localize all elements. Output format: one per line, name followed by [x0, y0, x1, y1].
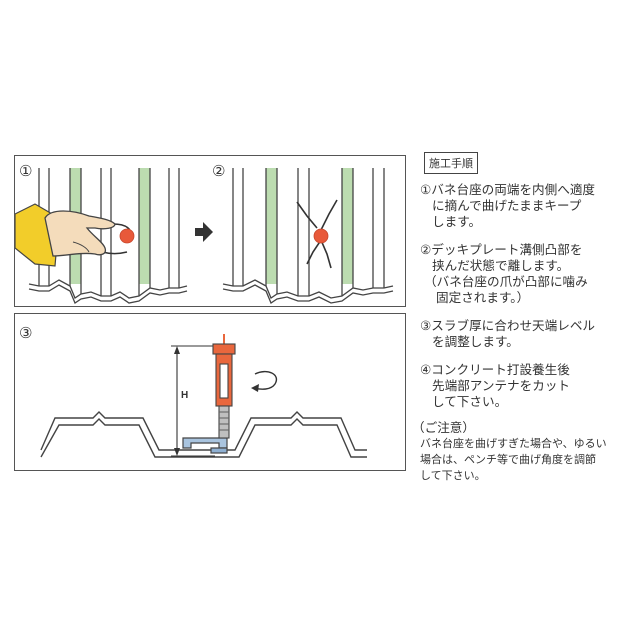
step1-marker: ① — [19, 162, 33, 180]
deck-plate-profile — [40, 411, 367, 458]
step3-illustration: H — [40, 334, 367, 458]
hand-icon — [15, 203, 116, 267]
step2-deck — [222, 168, 394, 304]
steps-1-2-illustration — [15, 168, 394, 304]
rotate-arrow-icon — [251, 370, 278, 392]
step2-marker: ② — [212, 162, 226, 180]
step1-instruction-line2: に摘んで曲げたままキープ — [432, 198, 582, 213]
height-label: H — [181, 390, 188, 401]
spring-base-clip — [182, 437, 228, 454]
level-support-bolt — [212, 334, 236, 439]
step1-instruction-line3: します。 — [432, 214, 482, 229]
note-line3: して下さい。 — [420, 469, 486, 482]
step2-instruction-line4: 固定されます。） — [436, 290, 530, 305]
procedure-title: 施工手順 — [424, 152, 478, 174]
note-line2: 場合は、ペンチ等で曲げ角度を調節 — [420, 453, 596, 466]
note-heading: （ご注意） — [412, 420, 475, 435]
step3-instruction-line2: を調整します。 — [432, 334, 519, 349]
step2-clip — [296, 199, 338, 269]
step2-instruction-line3: （バネ台座の爪が凸部に噛み — [424, 274, 588, 289]
step-3-panel: ③ H — [14, 313, 406, 471]
arrow-right-icon — [195, 222, 213, 242]
steps-1-2-panel: ① ② — [14, 155, 406, 307]
step1-instruction-line1: ①バネ台座の両端を内側へ適度 — [420, 182, 596, 197]
step4-instruction-line3: して下さい。 — [432, 394, 508, 409]
step2-instruction-line1: ②デッキプレート溝側凸部を — [420, 242, 583, 257]
step4-instruction-line2: 先端部アンテナをカット — [432, 378, 571, 393]
note-line1: バネ台座を曲げすぎた場合や、ゆるい — [420, 437, 607, 450]
step2-instruction-line2: 挟んだ状態で離します。 — [432, 258, 570, 273]
height-dimension — [171, 345, 225, 457]
step4-instruction-line1: ④コンクリート打設養生後 — [420, 362, 570, 377]
step3-marker: ③ — [19, 324, 33, 342]
step3-instruction-line1: ③スラブ厚に合わせ天端レベル — [420, 318, 596, 333]
